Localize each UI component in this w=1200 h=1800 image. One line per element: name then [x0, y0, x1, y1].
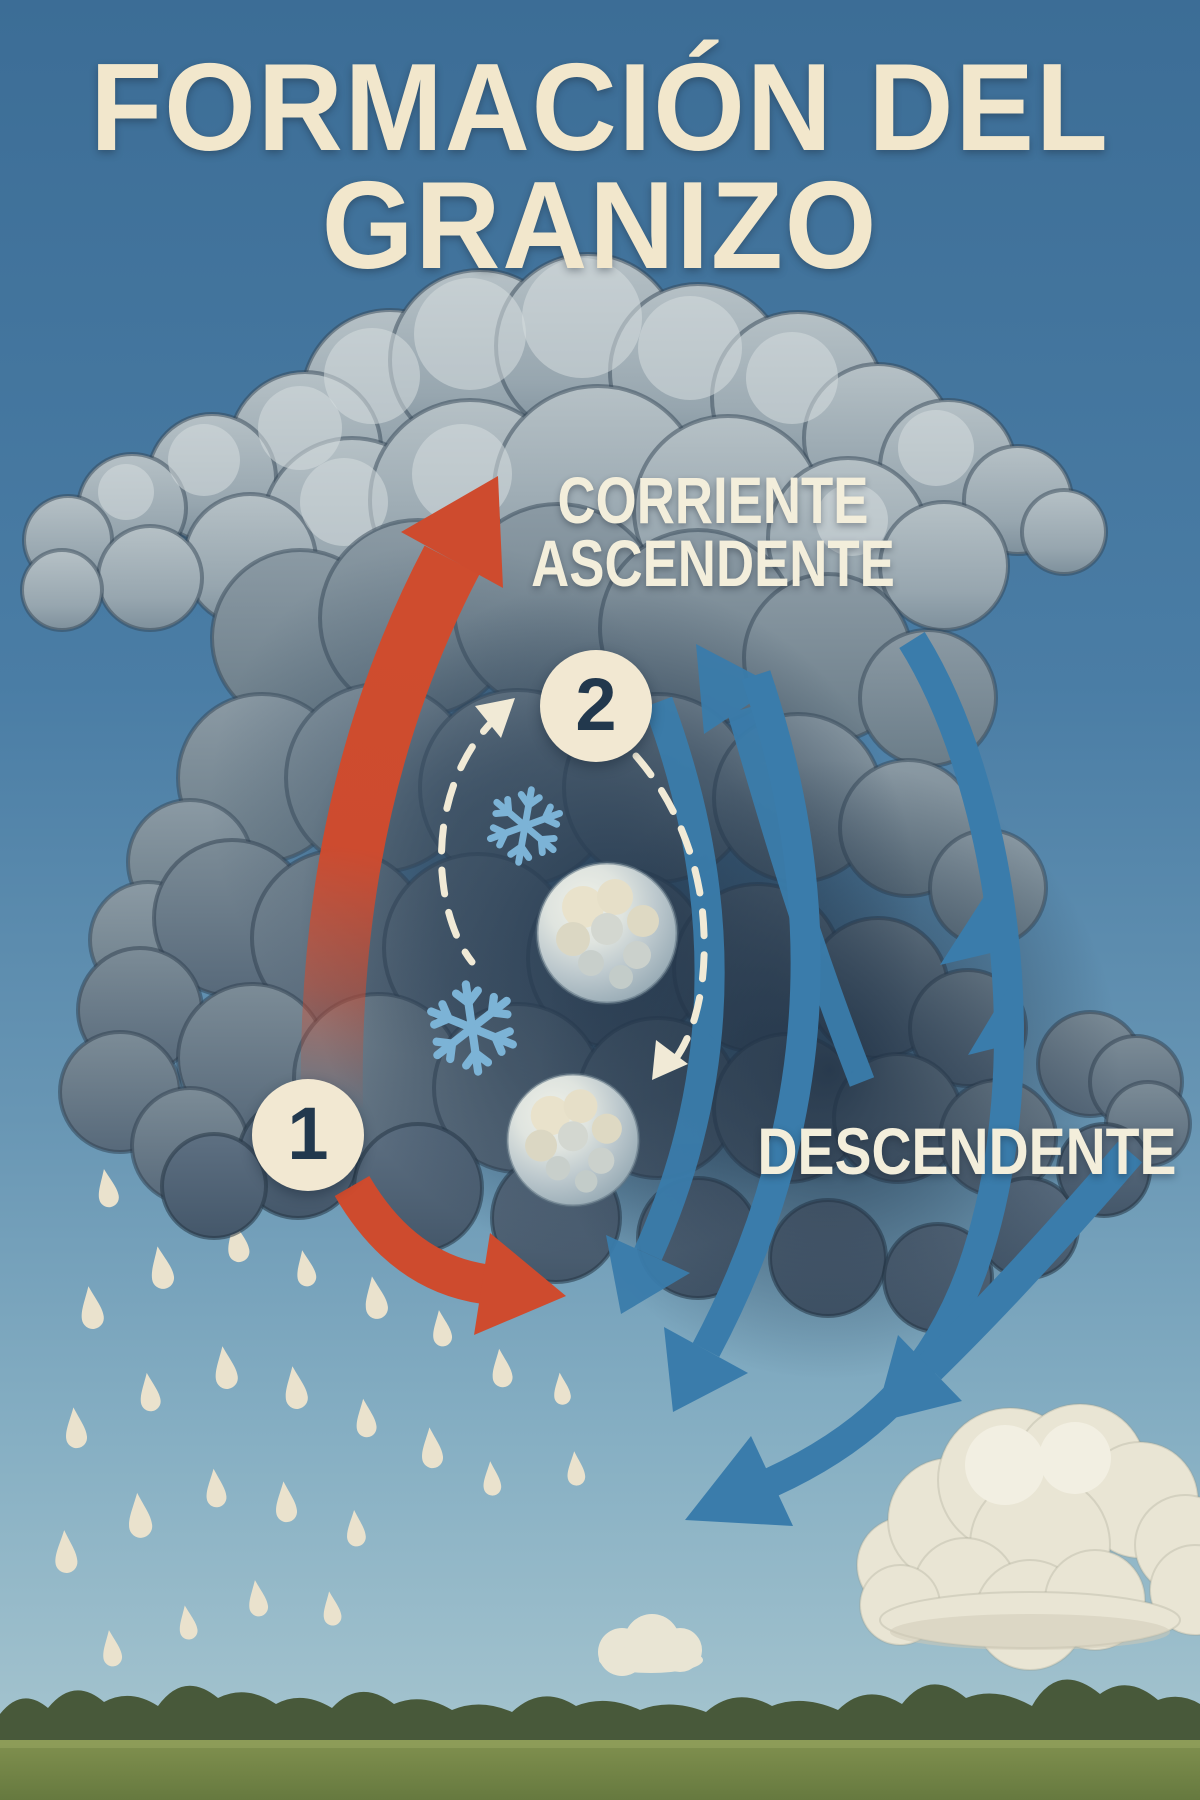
fair-weather-cloud-small [598, 1614, 703, 1676]
page-title: FORMACIÓN DEL GRANIZO [90, 39, 1110, 295]
downdraft-arrow-2 [664, 670, 821, 1412]
updraft-label-line1: CORRIENTE [557, 463, 869, 537]
updraft-arrow [300, 476, 503, 1109]
fair-weather-cloud-large [856, 1403, 1200, 1671]
treeline [0, 1679, 1200, 1756]
downdraft-arrows [606, 632, 1143, 1526]
downdraft-arrow-4 [874, 1141, 1143, 1423]
downdraft-arrow-3 [685, 632, 1024, 1526]
dashed-arrowhead-down [652, 1040, 688, 1080]
hailstone-upper-icon [535, 861, 679, 1005]
step-badge-2: 2 [540, 650, 652, 762]
title-line2: GRANIZO [321, 157, 879, 295]
grass-highlight [0, 1740, 1200, 1748]
grass-field [0, 1740, 1200, 1800]
hail-circulation-path [438, 698, 708, 1080]
hail-fallout-arrow [334, 1175, 566, 1335]
dashed-arrowhead-up [475, 698, 515, 738]
step-badge-1: 1 [252, 1079, 364, 1191]
ground [0, 1679, 1200, 1800]
updraft-label: CORRIENTE ASCENDENTE [531, 463, 895, 600]
updraft-label-line2: ASCENDENTE [531, 526, 895, 600]
downdraft-arrow-1 [606, 696, 725, 1314]
hailstone-lower-icon [505, 1072, 641, 1208]
downdraft-label: DESCENDENTE [757, 1114, 1177, 1188]
title-line1: FORMACIÓN DEL [90, 39, 1110, 177]
